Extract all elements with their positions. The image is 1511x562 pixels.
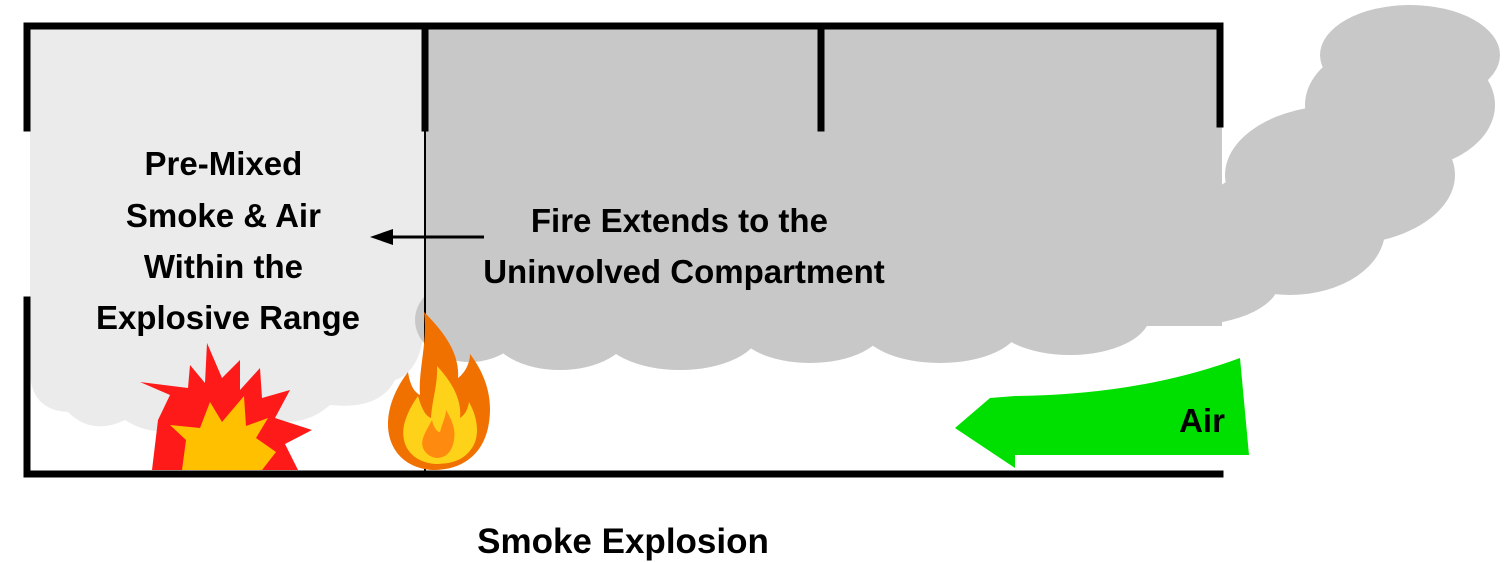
- dark-smoke-cloud: [415, 5, 1500, 370]
- premixed-label-line-2: Smoke & Air: [126, 197, 321, 234]
- air-label: Air: [1179, 402, 1225, 439]
- flame-icon: [387, 312, 490, 470]
- explosion-icon: [140, 343, 312, 470]
- premixed-label-line-4: Explosive Range: [96, 299, 360, 336]
- caption: Smoke Explosion: [477, 522, 769, 561]
- fire-extends-label-line-1: Fire Extends to the: [531, 202, 828, 239]
- fire-extends-label-line-2: Uninvolved Compartment: [483, 253, 885, 290]
- premixed-label-line-3: Within the: [144, 248, 303, 285]
- building-walls: [23, 22, 1224, 478]
- fire-extends-arrow: [370, 229, 484, 245]
- air-arrow: [955, 358, 1249, 468]
- premixed-label: Pre-Mixed Smoke & Air Within the Explosi…: [96, 145, 360, 336]
- premixed-label-line-1: Pre-Mixed: [145, 145, 303, 182]
- fire-extends-label: Fire Extends to the Uninvolved Compartme…: [483, 202, 885, 290]
- premixed-smoke-cloud: [30, 26, 424, 431]
